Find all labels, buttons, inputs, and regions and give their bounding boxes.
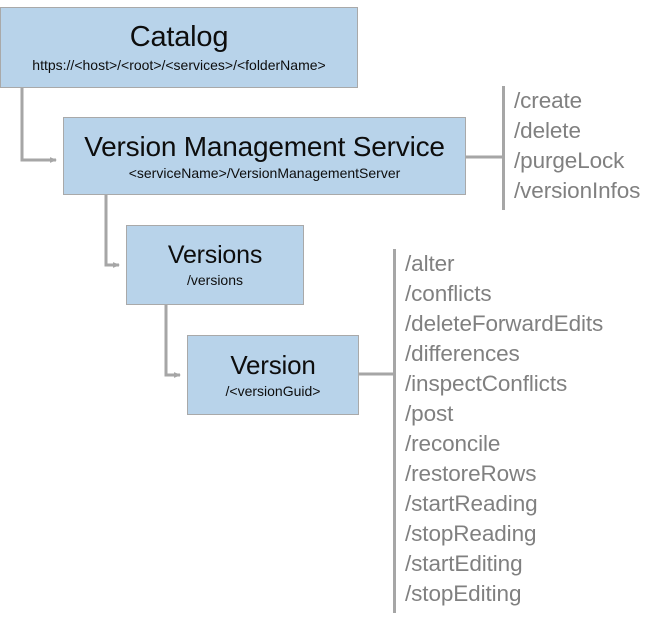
node-version[interactable]: Version /<versionGuid> (187, 335, 359, 415)
operation-item[interactable]: /startReading (405, 491, 538, 516)
node-catalog-title: Catalog (129, 21, 229, 54)
node-version-management-service[interactable]: Version Management Service <serviceName>… (63, 117, 466, 195)
node-versions[interactable]: Versions /versions (126, 225, 304, 305)
node-catalog-subtitle: https://<host>/<root>/<services>/<folder… (32, 56, 326, 73)
operation-item[interactable]: /reconcile (405, 431, 501, 456)
operation-item[interactable]: /differences (405, 341, 520, 366)
node-catalog[interactable]: Catalog https://<host>/<root>/<services>… (0, 7, 358, 88)
operation-item[interactable]: /deleteForwardEdits (405, 311, 604, 336)
connector-vms-to-versions (104, 195, 120, 268)
operation-item[interactable]: /restoreRows (405, 461, 537, 486)
node-versions-title: Versions (167, 241, 263, 270)
operation-item[interactable]: /stopEditing (405, 581, 522, 606)
connector-catalog-to-vms (20, 88, 57, 163)
node-version-subtitle: /<versionGuid> (225, 382, 321, 399)
operation-item[interactable]: /create (514, 88, 583, 113)
operation-item[interactable]: /startEditing (405, 551, 523, 576)
node-version-management-service-subtitle: <serviceName>/VersionManagementServer (128, 164, 401, 181)
operation-item[interactable]: /purgeLock (514, 148, 625, 173)
operation-item[interactable]: /post (405, 401, 454, 426)
operation-item[interactable]: /conflicts (405, 281, 492, 306)
node-versions-subtitle: /versions (186, 271, 244, 288)
operation-item[interactable]: /inspectConflicts (405, 371, 568, 396)
operation-item[interactable]: /delete (514, 118, 581, 143)
operations-list-version-management-service: /create/delete/purgeLock/versionInfos (502, 86, 640, 210)
node-version-management-service-title: Version Management Service (84, 130, 445, 162)
operation-item[interactable]: /versionInfos (514, 178, 641, 203)
operation-item[interactable]: /stopReading (405, 521, 537, 546)
operation-item[interactable]: /alter (405, 251, 455, 276)
operations-list-version: /alter/conflicts/deleteForwardEdits/diff… (393, 249, 603, 613)
connector-versions-to-version (164, 305, 181, 378)
node-version-title: Version (230, 349, 316, 380)
